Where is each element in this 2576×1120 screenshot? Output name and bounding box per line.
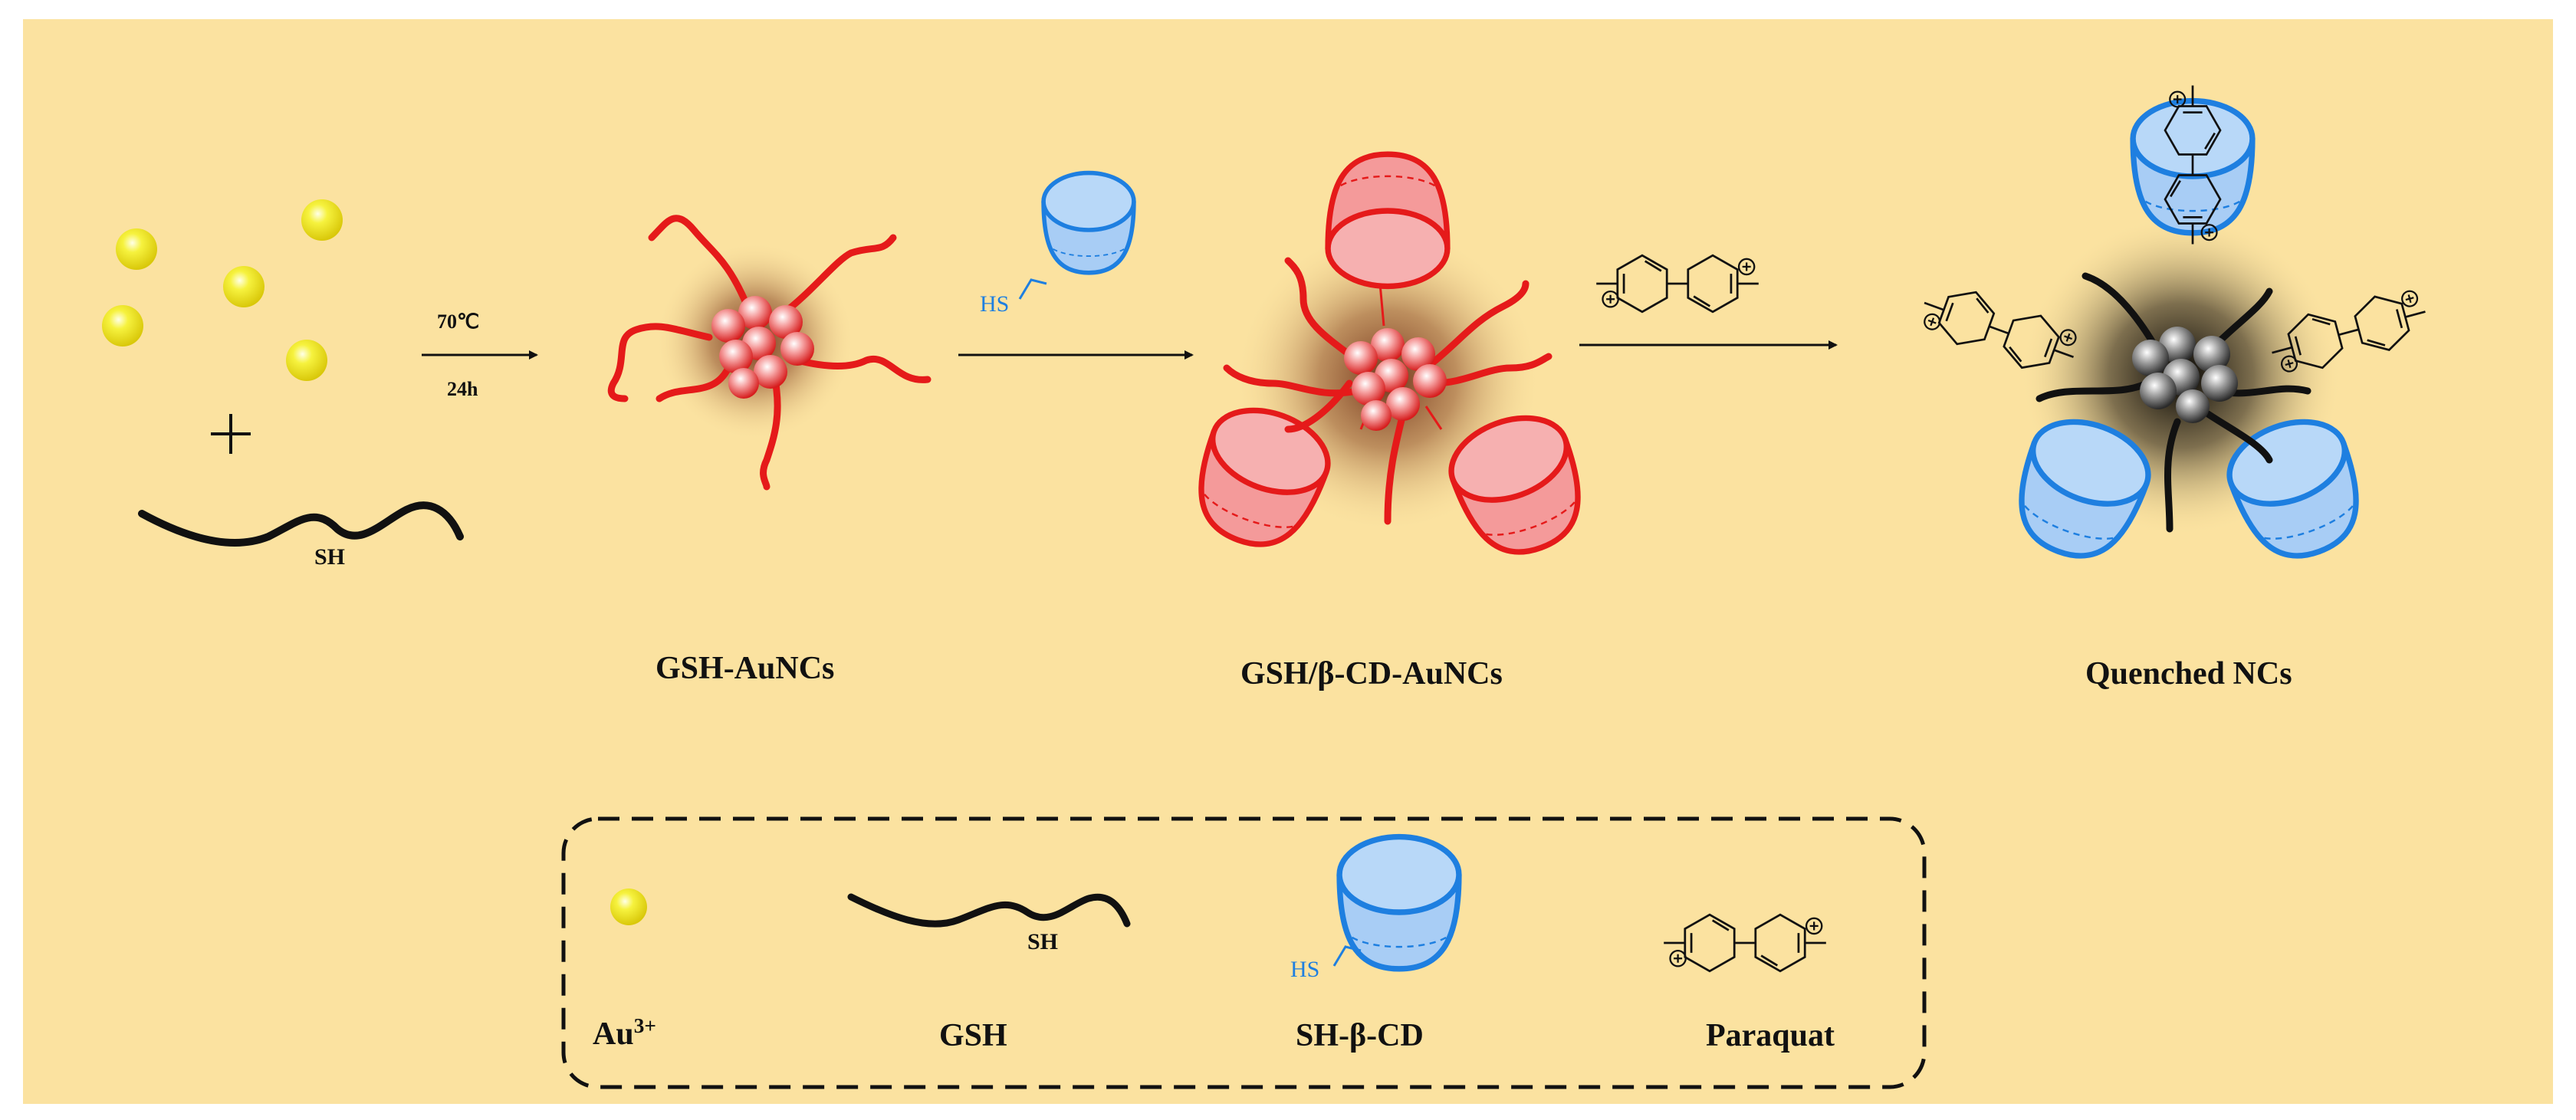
legend-box <box>561 816 1927 1089</box>
reagent-hs-label: HS <box>980 291 1010 317</box>
gsh-cd-aunc-label: GSH/β-CD-AuNCs <box>1240 656 1503 691</box>
legend-hs-label: HS <box>1290 957 1320 982</box>
gsh-chain <box>138 501 464 547</box>
gsh-aunc-label: GSH-AuNCs <box>656 651 835 686</box>
legend-gsh-label: GSH <box>939 1018 1007 1053</box>
gold-sphere <box>301 199 343 241</box>
legend-gsh-sh-label: SH <box>1027 929 1059 954</box>
condition-time: 24h <box>447 378 478 400</box>
legend-sh-cd-label: SH-β-CD <box>1296 1018 1424 1053</box>
quenched-nc-particle <box>1914 84 2434 572</box>
gsh-aunc-particle <box>607 215 932 491</box>
gold-sphere <box>286 340 327 381</box>
quenched-nc-label: Quenched NCs <box>2085 656 2292 691</box>
gsh-sh-label: SH <box>314 544 346 570</box>
gsh-cd-aunc-particle <box>1182 154 1598 568</box>
legend-au-label: Au3+ <box>593 1014 656 1052</box>
gold-sphere <box>102 305 143 347</box>
legend-gsh-chain <box>847 893 1131 928</box>
condition-temperature: 70℃ <box>437 310 480 333</box>
plus-sign <box>211 414 251 454</box>
legend-paraquat-label: Paraquat <box>1706 1018 1835 1053</box>
legend-sh-cd <box>1332 837 1459 969</box>
background-panel <box>23 19 2553 1104</box>
gold-ion-spheres <box>102 199 343 381</box>
gold-sphere <box>223 266 264 307</box>
sh-cd-reagent <box>1018 173 1134 300</box>
legend-gold-sphere <box>610 888 647 925</box>
gold-sphere <box>116 228 157 270</box>
